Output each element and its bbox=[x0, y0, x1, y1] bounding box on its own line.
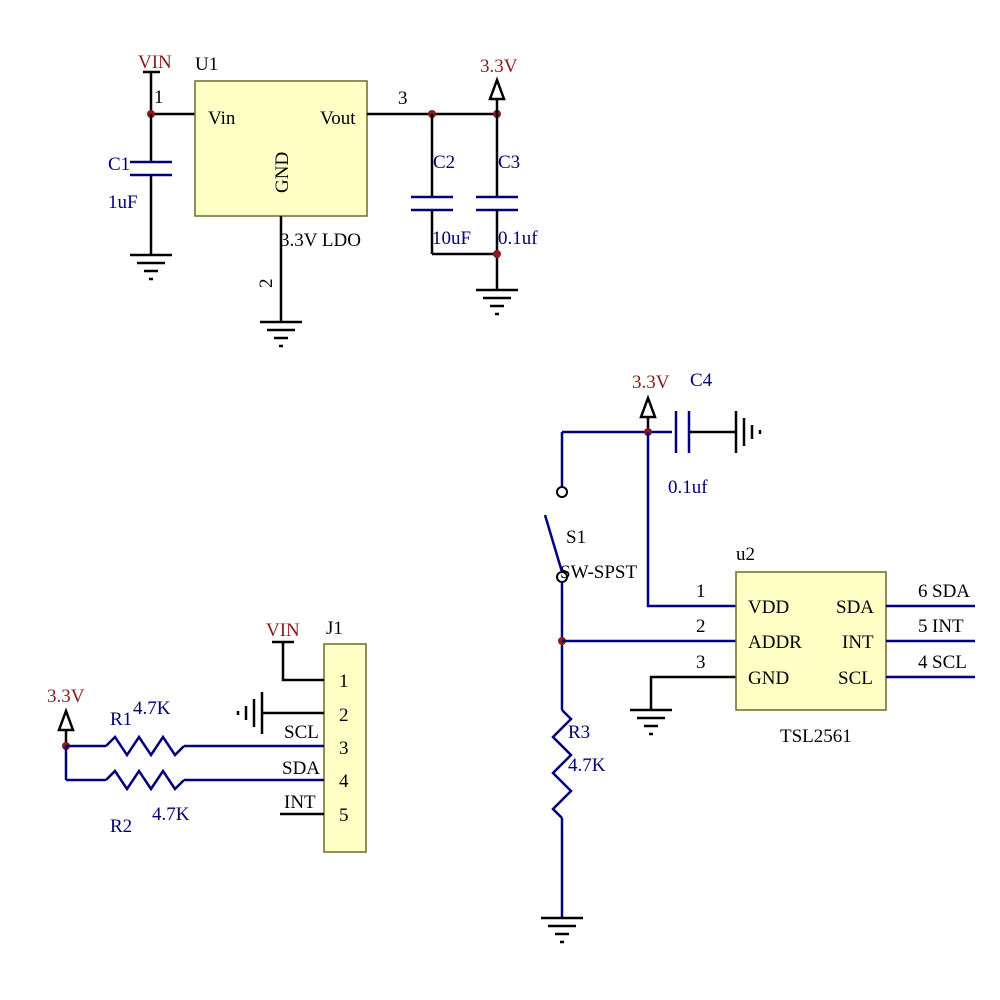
u2-part-name: TSL2561 bbox=[780, 726, 852, 747]
u1-body bbox=[194, 80, 368, 217]
switch-s1: S1 SW-SPST bbox=[543, 486, 637, 583]
s1-ref: S1 bbox=[566, 527, 586, 548]
j1-vin-power-symbol: VIN bbox=[266, 620, 324, 682]
connector-section: J1 1 2 3 4 5 VIN 3.3V R1 bbox=[47, 618, 367, 853]
j1-vin-label: VIN bbox=[266, 620, 300, 641]
u2-net-label: SCL bbox=[932, 652, 967, 673]
u2-body bbox=[735, 571, 887, 711]
u1-pin3-number: 3 bbox=[398, 88, 408, 109]
c2-ref: C2 bbox=[433, 152, 455, 173]
j1-pin-number: 1 bbox=[339, 671, 349, 692]
u2-pin-number: 2 bbox=[696, 616, 706, 637]
j1-pin-number: 4 bbox=[339, 771, 349, 792]
ground-symbol-c3 bbox=[476, 288, 518, 316]
capacitor-c2: C2 10uF bbox=[411, 114, 471, 254]
u2-pin-name: ADDR bbox=[748, 632, 802, 653]
sensor-section: 3.3V C4 0.1uf S1 SW-SPST bbox=[541, 370, 975, 944]
j1-int-label: INT bbox=[284, 792, 316, 813]
pullup-rail-label: 3.3V bbox=[47, 686, 85, 707]
c3-ref: C3 bbox=[498, 152, 520, 173]
c3-value: 0.1uf bbox=[498, 228, 538, 249]
capacitor-c1: C1 1uF bbox=[108, 114, 172, 255]
output-rail-label: 3.3V bbox=[480, 56, 518, 77]
ground-symbol-j1 bbox=[236, 692, 264, 734]
u2-pin-name: GND bbox=[748, 668, 789, 689]
sensor-gnd-wire bbox=[649, 675, 736, 710]
j1-body bbox=[323, 643, 367, 853]
u2-net-label: SDA bbox=[932, 581, 970, 602]
u2-net-label: INT bbox=[932, 616, 964, 637]
u1-pin-vout: Vout bbox=[320, 108, 356, 129]
r3-ref: R3 bbox=[568, 722, 590, 743]
u2-pin-number: 1 bbox=[696, 581, 706, 602]
u2-pin-number: 3 bbox=[696, 652, 706, 673]
u1-ref: U1 bbox=[195, 54, 218, 75]
j1-pin-number: 3 bbox=[339, 738, 349, 759]
u2-ref: u2 bbox=[736, 544, 755, 565]
vin-power-symbol: VIN 1 bbox=[138, 52, 172, 114]
s1-type: SW-SPST bbox=[560, 562, 637, 583]
c1-value: 1uF bbox=[108, 192, 138, 213]
sensor-rail-label: 3.3V bbox=[632, 372, 670, 393]
j1-3v3-power-symbol: 3.3V bbox=[47, 686, 85, 746]
c3-ground-junction bbox=[493, 250, 501, 258]
capacitor-c3: C3 0.1uf bbox=[476, 114, 538, 290]
u2-pin-name: VDD bbox=[748, 597, 789, 618]
r2-ref: R2 bbox=[110, 816, 132, 837]
j1-pin-number: 5 bbox=[339, 805, 349, 826]
ground-symbol-c4 bbox=[734, 411, 762, 453]
ground-symbol-c1 bbox=[130, 253, 172, 281]
u2-pin-name: SCL bbox=[838, 668, 873, 689]
j1-sda-label: SDA bbox=[282, 758, 320, 779]
r3-value: 4.7K bbox=[568, 755, 606, 776]
vdd-wire bbox=[646, 432, 736, 608]
ground-symbol-r3 bbox=[541, 916, 583, 944]
j1-scl-label: SCL bbox=[284, 722, 319, 743]
regulator-section: VIN 1 C1 1uF U1 Vin Vout GND 3.3V LDO bbox=[108, 52, 538, 348]
j1-pin-number: 2 bbox=[339, 705, 349, 726]
u1-part-name: 3.3V LDO bbox=[280, 230, 361, 251]
u2-pin-name: SDA bbox=[836, 597, 874, 618]
capacitor-c4: C4 0.1uf bbox=[668, 370, 736, 498]
output-3v3-power-symbol: 3.3V bbox=[480, 56, 518, 114]
u2-pin-number: 4 bbox=[918, 652, 928, 673]
j1-ref: J1 bbox=[326, 618, 343, 639]
r1-value: 4.7K bbox=[133, 698, 171, 719]
ground-symbol-u1 bbox=[260, 320, 302, 348]
u1-pin-vin: Vin bbox=[208, 108, 236, 129]
u1-pin1-number: 1 bbox=[154, 87, 164, 108]
r1-ref: R1 bbox=[110, 709, 132, 730]
u2-pin-name: INT bbox=[842, 632, 874, 653]
c4-value: 0.1uf bbox=[668, 477, 708, 498]
resistor-r2 bbox=[105, 768, 185, 792]
c2-value: 10uF bbox=[432, 228, 471, 249]
u1-pin-gnd: GND bbox=[272, 152, 293, 193]
c4-ref: C4 bbox=[690, 370, 713, 391]
c1-ref: C1 bbox=[108, 154, 130, 175]
resistor-r3: R3 4.7K bbox=[551, 709, 606, 819]
r2-value: 4.7K bbox=[152, 804, 190, 825]
u2-pin-number: 5 bbox=[918, 616, 928, 637]
u1-pin2-number: 2 bbox=[256, 279, 277, 289]
vin-rail-label: VIN bbox=[138, 52, 172, 73]
u2-pin-number: 6 bbox=[918, 581, 928, 602]
ground-symbol-u2 bbox=[630, 708, 672, 736]
resistor-r1 bbox=[105, 734, 185, 758]
sensor-3v3-power-symbol: 3.3V bbox=[632, 372, 670, 432]
